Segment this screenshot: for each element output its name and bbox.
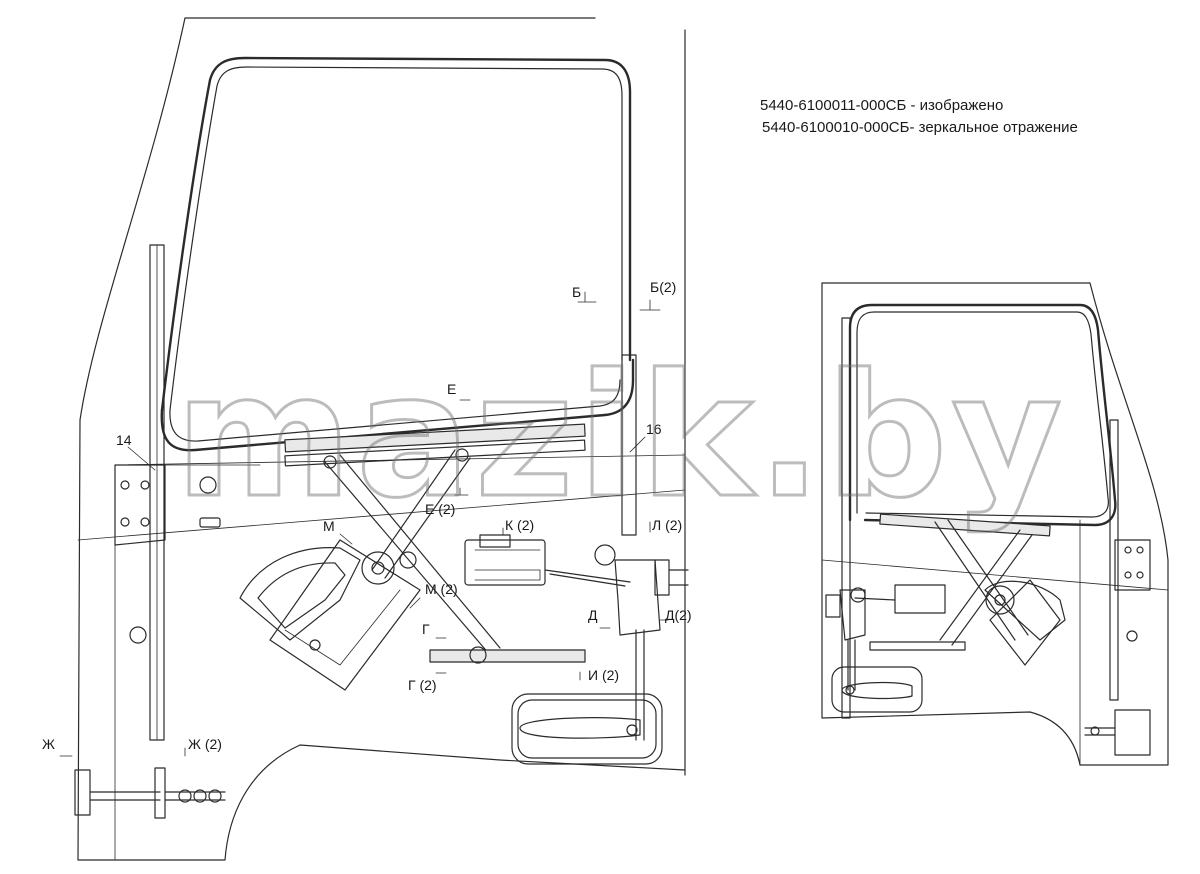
label-16: 16 [646, 421, 662, 437]
main-door-view [59, 17, 689, 861]
label-i2: И (2) [588, 667, 619, 683]
label-b2: Б(2) [650, 279, 676, 295]
label-14: 14 [116, 432, 132, 448]
label-m2: М (2) [425, 581, 458, 597]
mirror-door-view [821, 282, 1169, 766]
label-m: М [323, 518, 335, 534]
watermark-text: mazik.by [175, 338, 1066, 536]
label-zh2: Ж (2) [188, 736, 222, 752]
caption-line-1: 5440-6100011-000СБ - изображено [760, 97, 1003, 114]
caption-line-2: 5440-6100010-000СБ- зеркальное отражение [762, 119, 1078, 136]
label-d2: Д(2) [665, 607, 692, 623]
label-g2: Г (2) [408, 677, 437, 693]
label-e2: Е (2) [425, 501, 455, 517]
label-g: Г [422, 621, 430, 637]
label-b: Б [572, 284, 581, 300]
label-zh: Ж [42, 736, 55, 752]
label-d: Д [588, 607, 598, 623]
label-l2: Л (2) [652, 517, 682, 533]
label-k2: К (2) [505, 517, 534, 533]
label-e: Е [447, 381, 456, 397]
